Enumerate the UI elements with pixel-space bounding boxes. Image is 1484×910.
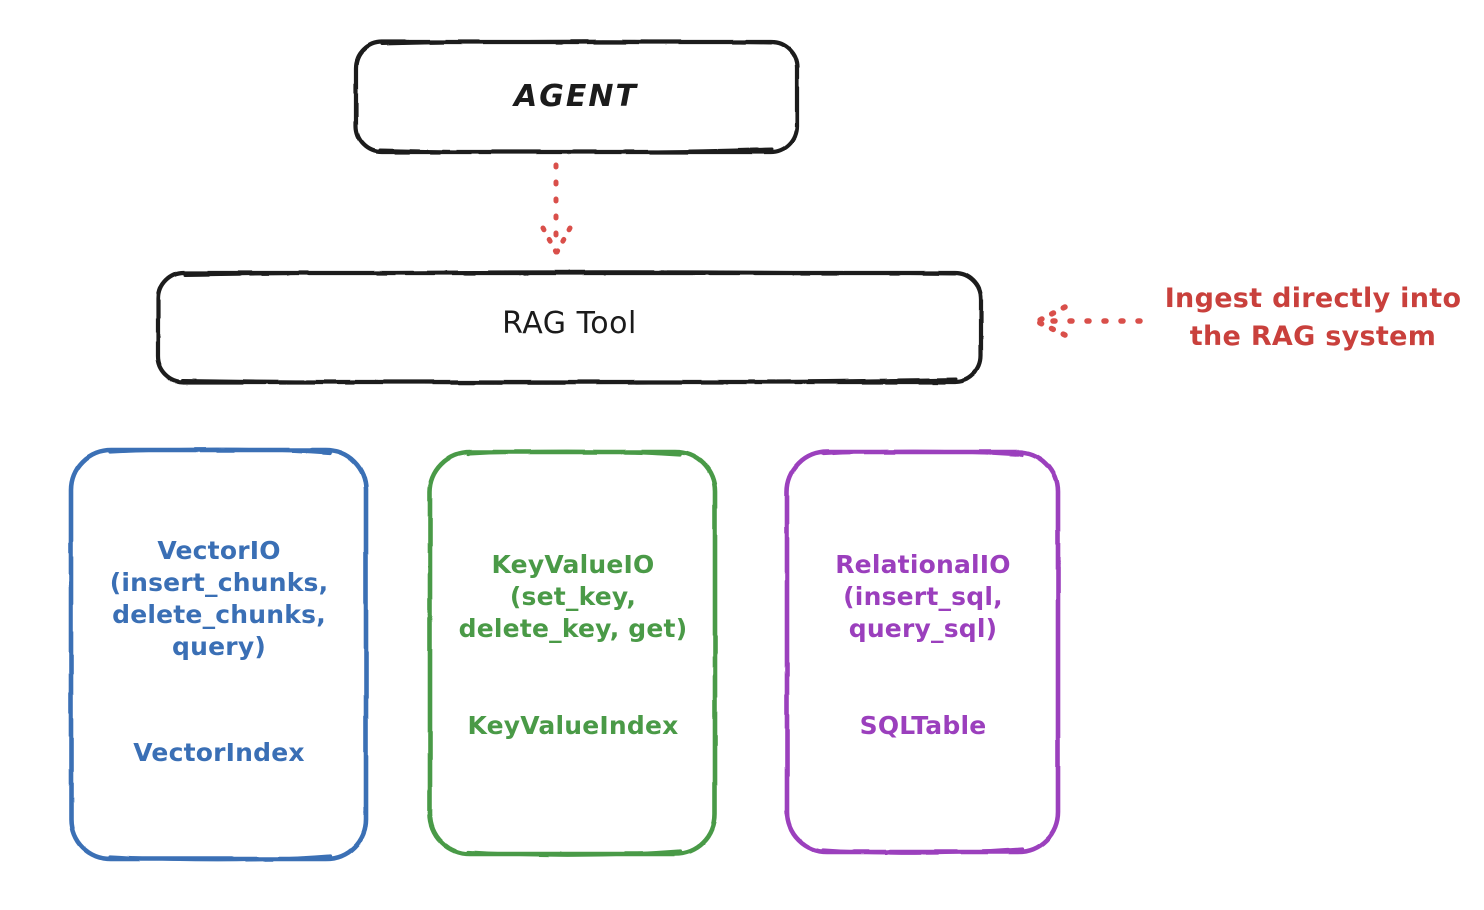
- vector-io-node[interactable]: [68, 447, 369, 862]
- rag-tool-node[interactable]: [155, 270, 984, 385]
- agent-node[interactable]: [353, 39, 800, 155]
- relational-io-node[interactable]: [784, 449, 1061, 855]
- key-value-io-node[interactable]: [427, 449, 718, 857]
- ingest-arrow-connector: [1035, 304, 1143, 338]
- ingest-annotation-text: Ingest directly into the RAG system: [1164, 283, 1462, 353]
- agent-to-rag-tool-connector: [540, 162, 573, 255]
